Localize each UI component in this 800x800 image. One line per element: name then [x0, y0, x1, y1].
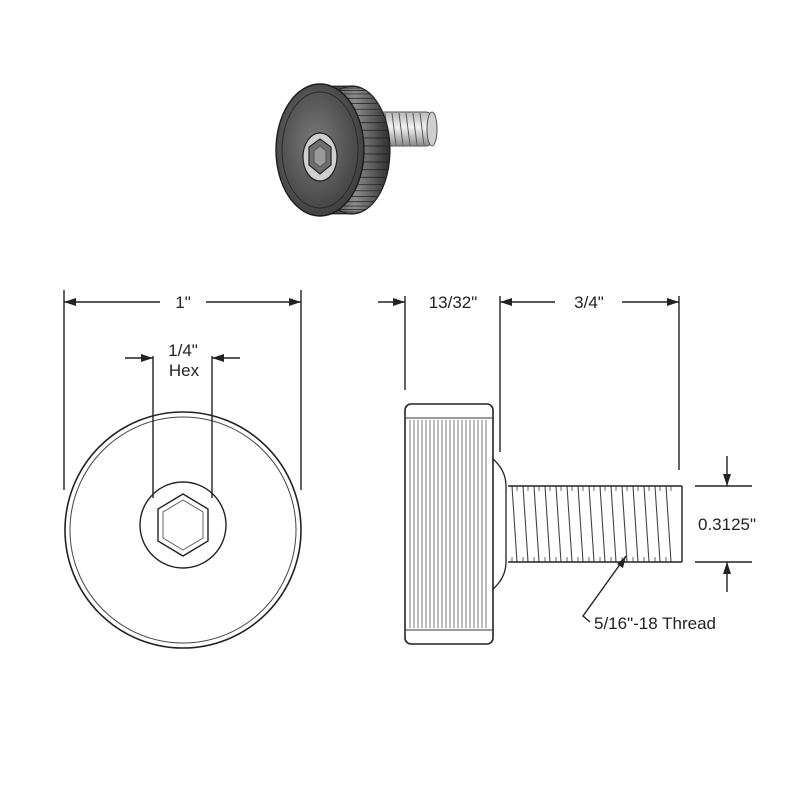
- knurl-lines: [409, 420, 487, 628]
- thread-spec-label: 5/16"-18 Thread: [594, 614, 716, 633]
- knurled-head: [404, 403, 494, 645]
- side-view: [404, 403, 685, 645]
- knurled-thumb-screw-icon: [275, 83, 438, 217]
- front-hex-recess: [157, 493, 209, 557]
- hex-size-label: 1/4": [168, 341, 198, 360]
- front-head-chamfer: [69, 416, 297, 644]
- dimension-head-width: 13/32": [378, 293, 512, 452]
- overall-diameter-label: 1": [175, 293, 191, 312]
- head-shoulder: [491, 456, 507, 592]
- dimension-hex-size: 1/4" Hex: [125, 341, 240, 498]
- shank-length-label: 3/4": [574, 293, 604, 312]
- hex-label: Hex: [169, 361, 200, 380]
- callout-thread-spec: 5/16"-18 Thread: [582, 555, 716, 633]
- dimension-thread-diameter: 0.3125": [695, 456, 756, 592]
- dimension-shank-length: 3/4": [500, 293, 680, 470]
- front-socket-circle: [139, 481, 227, 569]
- thread-ridges: [511, 485, 672, 563]
- dimension-overall-diameter: 1": [63, 290, 302, 490]
- front-view: [64, 411, 302, 649]
- thread-diameter-label: 0.3125": [698, 515, 756, 534]
- front-head-outline: [64, 411, 302, 649]
- head-width-label: 13/32": [429, 293, 478, 312]
